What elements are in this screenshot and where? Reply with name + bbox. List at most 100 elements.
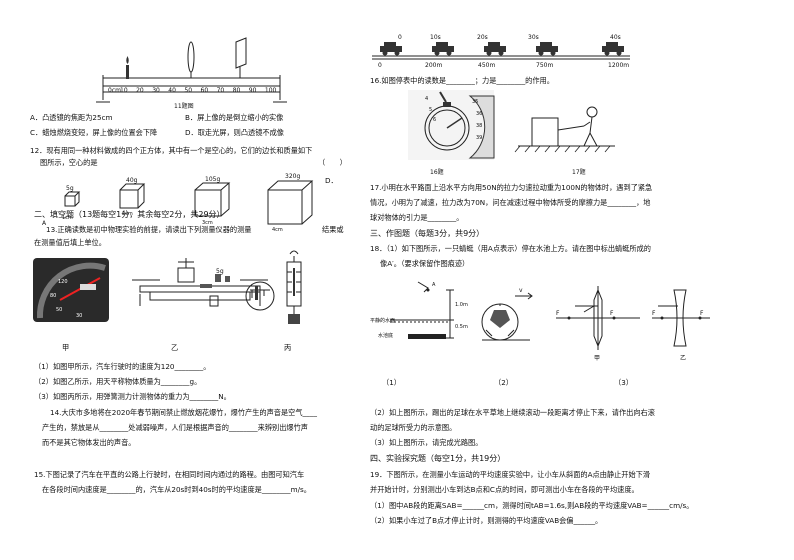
cube-d xyxy=(267,180,314,225)
lens2-f-left: F xyxy=(652,310,656,317)
car-time-label: 30s xyxy=(528,34,539,41)
q13-line1: 13.正确读数是初中物理实验的前提，请读出下列测量仪器的测量 xyxy=(46,225,252,234)
ruler-tick: 60 xyxy=(200,87,209,94)
q11-option-d: D．取走光屏，则凸透镜不成像 xyxy=(185,128,284,137)
cube-d-option: D． xyxy=(325,176,338,185)
cube-a-mass: 5g xyxy=(66,185,74,192)
q17-line1: 17.小明在水平路面上沿水平方向用50N的拉力匀速拉动重为100N的物体时，遇到… xyxy=(370,183,653,192)
q12-line2: 图所示，空心的是 xyxy=(40,158,98,167)
q17-line3: 球对物体的引力是________。 xyxy=(370,213,464,222)
cube-c-mass: 105g xyxy=(205,176,221,183)
q13-answer-3: （3）如图丙所示，用弹簧测力计测物体的重力为________N。 xyxy=(34,392,231,401)
car-icon xyxy=(536,42,558,56)
lens2-f-right: F xyxy=(700,310,704,317)
figure-label-yi: 乙 xyxy=(171,343,179,352)
lens-f-right: F xyxy=(610,310,614,317)
lens-label-jia: 甲 xyxy=(594,355,601,362)
car-icon xyxy=(432,42,454,56)
sub-label-2: （2） xyxy=(494,378,513,387)
cube-b xyxy=(119,183,146,209)
ruler-tick: 20 xyxy=(136,87,144,94)
cube-a-option: A xyxy=(42,220,47,227)
section3-title: 三、作图题（每题3分，共9分） xyxy=(370,229,485,238)
q18b-line1: （2）如上图所示，踢出的足球在水平草地上继续滚动一段距离才停止下来，请作出向右滚 xyxy=(370,408,655,417)
q12-paren: （ ） xyxy=(318,158,347,167)
cube-c-edge: 3cm xyxy=(202,220,213,226)
q13-line2: 在测量值后填上单位。 xyxy=(34,238,106,247)
q17-line2: 情况，小明为了减速，拉力改为70N，问在减速过程中物体所受的摩擦力是______… xyxy=(370,198,651,207)
ruler-tick: 80 xyxy=(232,87,241,94)
car-time-label: 10s xyxy=(430,34,441,41)
section4-title: 四、实验探究题（每空1分，共19分） xyxy=(370,454,506,463)
pool-height-1: 1.0m xyxy=(455,302,468,308)
q13-answer-2: （2）如图乙所示，用天平称物体质量为________g。 xyxy=(34,377,202,386)
ruler-tick: 100 xyxy=(264,87,277,94)
ruler-tick: 90 xyxy=(248,87,257,94)
q19-line4: （2）如果小车过了B点才停止计时，则测得的平均速度VAB会偏______。 xyxy=(370,516,603,525)
pool-point-a: A xyxy=(432,282,436,288)
stopwatch-number: 38 xyxy=(476,123,483,129)
q16-text: 16.如图停表中的读数是________；力是________的作用。 xyxy=(370,76,554,85)
figure-label-jia: 甲 xyxy=(62,343,70,352)
q13-suffix: 结果或 xyxy=(322,225,344,234)
figure-label-bing: 丙 xyxy=(284,343,292,352)
sub-label-3: （3） xyxy=(614,378,633,387)
car-time-label: 0 xyxy=(398,34,402,41)
football-velocity: v xyxy=(519,287,523,294)
q13-answer-1: （1）如图甲所示，汽车行驶时的速度为120________。 xyxy=(34,362,211,371)
ruler-tick: 30 xyxy=(152,87,160,94)
stopwatch-number: 4 xyxy=(425,96,429,102)
figure-16-caption: 16题 xyxy=(430,169,444,176)
car-distance-label: 450m xyxy=(478,62,496,69)
speedometer-number: 30 xyxy=(76,313,83,319)
speedometer-number: 120 xyxy=(58,279,68,285)
ruler-tick: 10 xyxy=(120,87,128,94)
sub-label-1: （1） xyxy=(382,378,401,387)
pool-height-2: 0.5m xyxy=(455,324,468,330)
car-distance-label: 750m xyxy=(536,62,554,69)
lens-label-yi: 乙 xyxy=(680,355,687,362)
car-time-label: 40s xyxy=(610,34,621,41)
ruler-tick: 70 xyxy=(216,87,225,94)
car-distance-label: 0 xyxy=(378,62,382,69)
q18b-line3: （3）如上图所示，请完成光路图。 xyxy=(370,438,483,447)
stopwatch-number: 36 xyxy=(476,111,483,117)
stopwatch-number: 39 xyxy=(476,135,483,141)
pool-water-label: 平静的水面 xyxy=(370,318,396,324)
speedometer-number: 50 xyxy=(56,307,63,313)
q14-line1: 14.大庆市多地将在2020年春节期间禁止燃放烟花爆竹，爆竹产生的声音是空气__… xyxy=(50,408,317,417)
stopwatch-number: 5 xyxy=(429,107,433,113)
speedometer-number: 80 xyxy=(50,293,57,299)
q18-line1: 18．（1）如下图所示，一只蜻蜓（用A点表示）停在水池上方。请在图中标出蜻蜓所成… xyxy=(370,244,651,253)
cube-c xyxy=(194,182,231,217)
cube-b-mass: 40g xyxy=(126,177,138,184)
balance-weight: 5g xyxy=(216,268,224,275)
stopwatch-number: 6 xyxy=(433,117,437,123)
ruler-unit: 0cm xyxy=(108,87,121,94)
q15-line1: 15.下图记录了汽车在平直的公路上行驶时，在相同时间内通过的路程。由图可知汽车 xyxy=(34,470,305,479)
q11-option-b: B．屏上像的是倒立缩小的实像 xyxy=(185,113,284,122)
figure-17-caption: 17题 xyxy=(572,169,586,176)
stopwatch-number: 35 xyxy=(472,99,479,105)
car-icon xyxy=(602,42,624,56)
q14-line3: 而不是其它物体发出的声音。 xyxy=(42,438,136,447)
car-icon xyxy=(484,42,506,56)
car-icon xyxy=(380,42,402,56)
q11-option-c: C．蜡烛燃烧变短，屏上像的位置会下降 xyxy=(30,128,158,137)
cube-b-edge: 2cm xyxy=(122,211,133,217)
q19-line2: 并开始计时，分别测出小车到达B点和C点的时间，即可测出小车在各段的平均速度。 xyxy=(370,485,639,494)
car-time-label: 20s xyxy=(477,34,488,41)
q11-option-a: A．凸透镜的焦距为25cm xyxy=(30,113,113,122)
cube-d-mass: 320g xyxy=(285,173,301,180)
